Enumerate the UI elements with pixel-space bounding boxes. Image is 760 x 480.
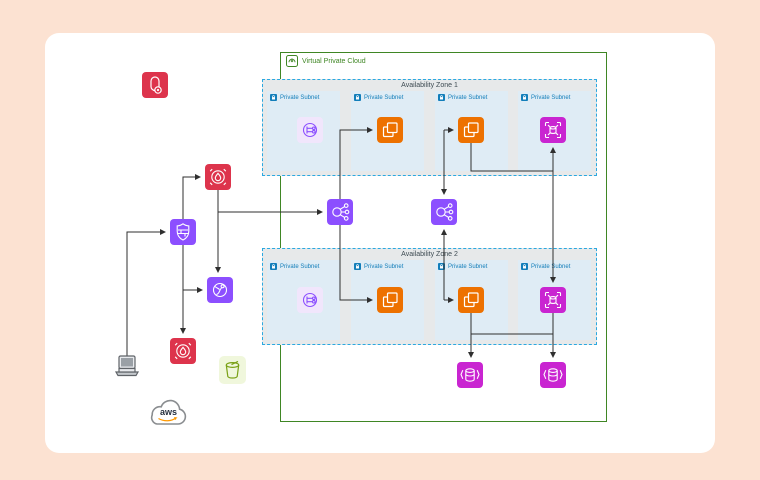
s3-bucket-icon[interactable]: [219, 356, 246, 384]
secrets-manager-icon[interactable]: [142, 72, 168, 98]
ec2-instances-icon[interactable]: [458, 287, 484, 313]
subnet-lock-icon: [354, 263, 361, 270]
route53-dns-icon[interactable]: [207, 277, 233, 303]
subnet-label-text: Private Subnet: [280, 94, 320, 101]
ec2-instances-icon[interactable]: [458, 117, 484, 143]
rds-proxy-icon[interactable]: [540, 287, 566, 313]
elastic-load-balancer-icon[interactable]: [327, 199, 353, 225]
az2-title: Availability Zone 2: [401, 251, 458, 258]
vpc-label: Virtual Private Cloud: [282, 54, 370, 68]
waf-firewall-icon[interactable]: [170, 338, 196, 364]
vpc-label-text: Virtual Private Cloud: [302, 57, 366, 65]
subnet-lock-icon: [438, 263, 445, 270]
subnet-label-text: Private Subnet: [531, 263, 571, 270]
aws-cloud-logo[interactable]: aws: [144, 396, 191, 429]
vpc-endpoint-icon[interactable]: [297, 117, 323, 143]
subnet-label-text: Private Subnet: [280, 263, 320, 270]
firewall-shield-icon[interactable]: [170, 219, 196, 245]
elastic-load-balancer-icon[interactable]: [431, 199, 457, 225]
subnet-label-text: Private Subnet: [531, 94, 571, 101]
rds-database-icon[interactable]: [457, 362, 483, 388]
rds-proxy-icon[interactable]: [540, 117, 566, 143]
subnet-label-text: Private Subnet: [448, 263, 488, 270]
client-laptop-icon[interactable]: [113, 355, 141, 378]
subnet-label-text: Private Subnet: [448, 94, 488, 101]
subnet-label-text: Private Subnet: [364, 263, 404, 270]
subnet-label-text: Private Subnet: [364, 94, 404, 101]
subnet-lock-icon: [438, 94, 445, 101]
vpc-icon: [286, 55, 298, 67]
aws-logo-text: aws: [160, 407, 177, 417]
ec2-instances-icon[interactable]: [377, 117, 403, 143]
subnet-lock-icon: [270, 94, 277, 101]
vpc-container[interactable]: Virtual Private Cloud: [280, 52, 607, 422]
private-subnet[interactable]: Private Subnet: [518, 91, 591, 171]
vpc-endpoint-icon[interactable]: [297, 287, 323, 313]
subnet-lock-icon: [521, 263, 528, 270]
subnet-lock-icon: [270, 263, 277, 270]
ec2-instances-icon[interactable]: [377, 287, 403, 313]
subnet-lock-icon: [354, 94, 361, 101]
az1-title: Availability Zone 1: [401, 82, 458, 89]
network-firewall-icon[interactable]: [205, 164, 231, 190]
subnet-lock-icon: [521, 94, 528, 101]
rds-database-icon[interactable]: [540, 362, 566, 388]
